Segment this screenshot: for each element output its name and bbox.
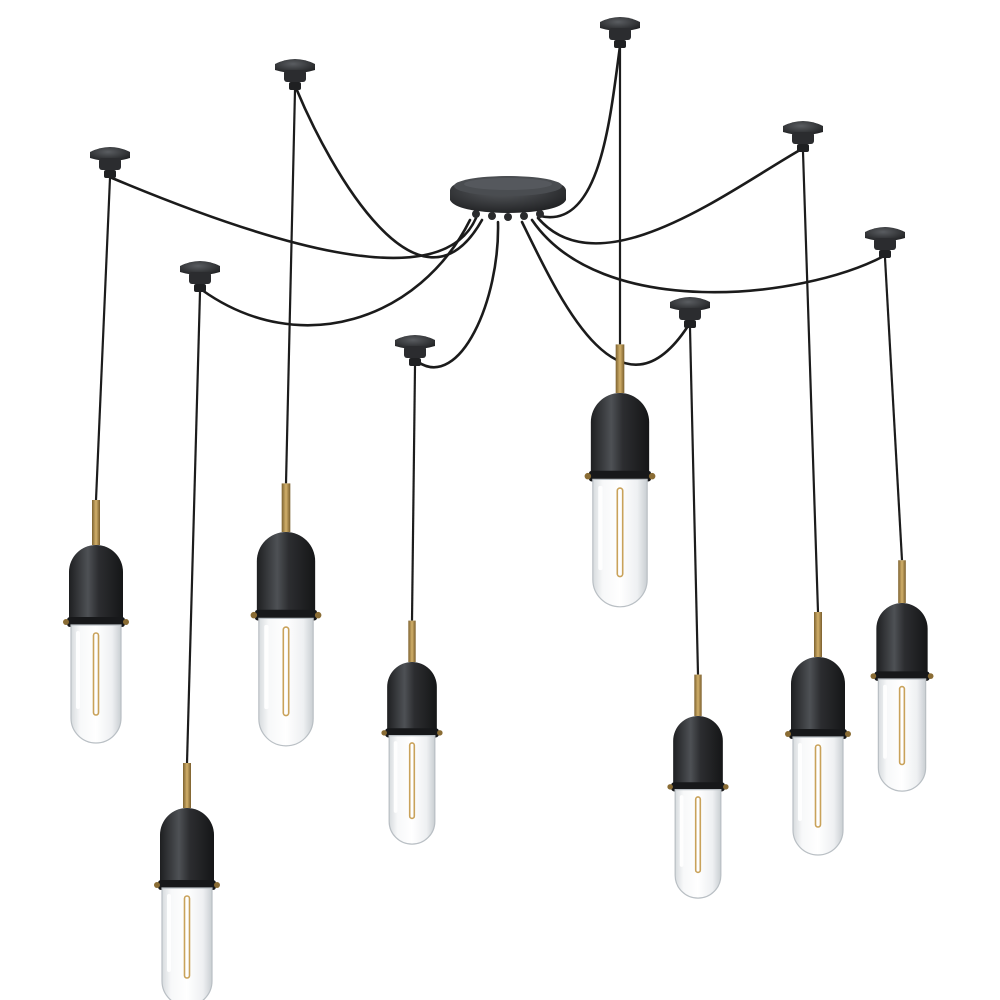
swag-cord [294,86,484,259]
brass-stem [281,483,291,532]
pendant-lamp [381,620,443,845]
bronze-shade [590,393,650,480]
glass-bulb [161,887,213,1000]
pendant-lamp [63,500,129,744]
bronze-shade [791,657,845,737]
drop-cord [883,257,904,561]
pendant-lamp [870,560,934,792]
bulb-filament [408,742,416,820]
bulb-filament [616,487,624,578]
brass-stem [898,560,906,603]
pendant-lamp [250,483,322,747]
glass-bulb [674,789,722,899]
bronze-shade [387,662,437,736]
pendant-lamp [154,763,220,1000]
drop-cord [410,365,417,621]
glass-bulb [388,735,436,845]
glass-bulb [792,736,844,856]
pendant-lamps [63,344,934,1000]
bulb-filament [92,632,100,716]
ceiling-hook [865,227,905,258]
brass-stem [694,674,702,716]
bulb-filament [814,744,822,828]
bronze-shade [256,531,316,619]
glass-bulb [70,624,122,744]
bulb-filament [898,685,906,766]
drop-cord [688,327,700,675]
ceiling-hooks [90,17,905,366]
swag-cord [200,218,472,327]
central-canopy [450,176,566,221]
glass-bulb [592,478,648,608]
swag-cord [538,44,622,219]
brass-stem [408,620,416,662]
pendant-lamp [667,674,729,899]
swag-cord [110,176,478,260]
bronze-shade [673,716,723,790]
brass-stem [183,763,191,808]
swag-cord [416,220,500,369]
ceiling-hook [670,297,710,328]
drop-cord [185,291,202,764]
swag-cord [530,218,886,294]
bulb-filament [282,626,290,717]
drop-cord [284,89,297,484]
ceiling-hook [275,59,315,90]
brass-stem [615,344,625,393]
bulb-filament [183,895,191,979]
glass-bulb [877,678,927,792]
glass-bulb [258,617,314,747]
bulb-filament [694,796,702,874]
swag-cord [536,148,802,245]
pendant-lamp [584,344,656,608]
bronze-shade [69,545,123,625]
ceiling-hook [395,335,435,366]
swag-cords [110,44,886,369]
drop-cord [94,177,112,501]
brass-stem [814,612,822,657]
ceiling-hook [783,121,823,152]
ceiling-hook [600,17,640,48]
pendant-drop-cords [94,48,904,764]
ceiling-hook [90,147,130,178]
ceiling-hook [180,261,220,292]
bronze-shade [876,603,928,679]
brass-stem [92,500,100,545]
canopy-cord-grips [472,210,544,221]
pendant-lamp [785,612,851,856]
bronze-shade [160,808,214,888]
drop-cord [801,151,820,613]
swag-cord [520,220,690,366]
